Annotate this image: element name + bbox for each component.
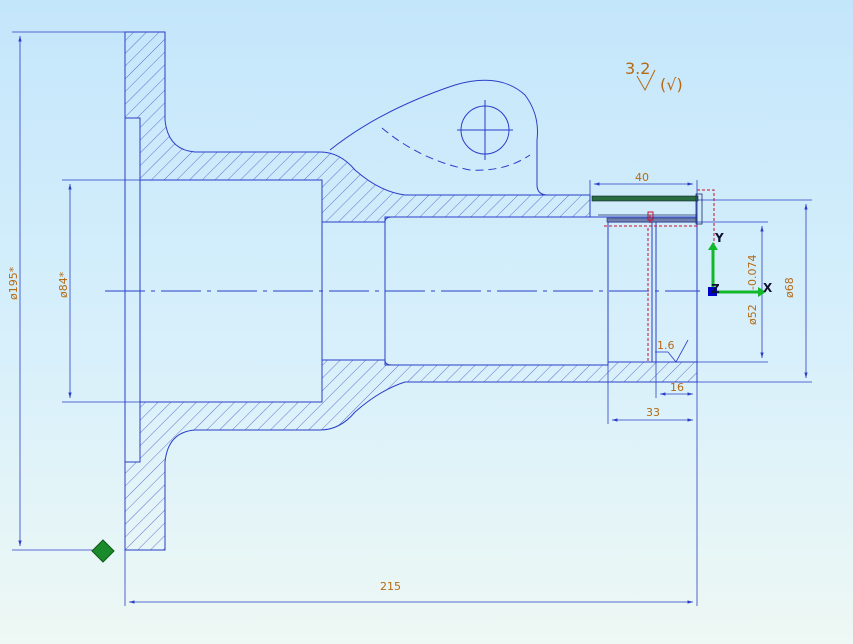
tool-insert <box>695 193 703 225</box>
toolpath-marker <box>647 211 654 221</box>
upper-wall-section <box>124 31 591 223</box>
dimension-lines <box>12 31 812 606</box>
tol-52-text: -0.074 <box>746 255 759 290</box>
dim-84-text: ø84* <box>57 271 70 298</box>
toolpath[interactable] <box>604 189 715 362</box>
dim-52-text: ø52 <box>746 304 759 325</box>
dim-40-text: 40 <box>635 171 649 184</box>
roughness-1-6-text: 1.6 <box>657 339 675 352</box>
coordinate-system[interactable]: X Y Z <box>708 231 773 297</box>
lug-hidden-arc <box>381 127 531 171</box>
dim-68-text: ø68 <box>783 277 796 298</box>
x-axis-label: X <box>763 281 773 295</box>
toolpath-outer <box>697 189 715 291</box>
toolpath-inner <box>604 215 697 362</box>
cutting-tool[interactable] <box>591 193 703 225</box>
surface-finish-note: (√) <box>660 75 683 94</box>
surface-finish-value: 3.2 <box>625 59 650 78</box>
y-axis-arrow <box>708 242 718 250</box>
dim-215-text: 215 <box>380 580 401 593</box>
lug-outline <box>329 79 590 196</box>
diamond-marker-icon[interactable] <box>91 539 115 563</box>
flange-recess <box>124 117 141 463</box>
dim-33-text: 33 <box>646 406 660 419</box>
z-axis-label: Z <box>711 282 720 296</box>
dim-195-text: ø195* <box>7 266 20 300</box>
y-axis-label: Y <box>714 231 724 245</box>
check-icon <box>636 69 656 92</box>
bore-chamfer-left <box>384 216 393 366</box>
mounting-lug[interactable] <box>329 79 590 196</box>
origin-marker <box>708 287 717 296</box>
dim-16-text: 16 <box>670 381 684 394</box>
lower-wall-section <box>124 359 698 551</box>
boring-bar <box>591 195 699 202</box>
surface-finish-symbol: 3.2 (√) <box>625 59 683 94</box>
x-axis-arrow <box>758 287 766 297</box>
